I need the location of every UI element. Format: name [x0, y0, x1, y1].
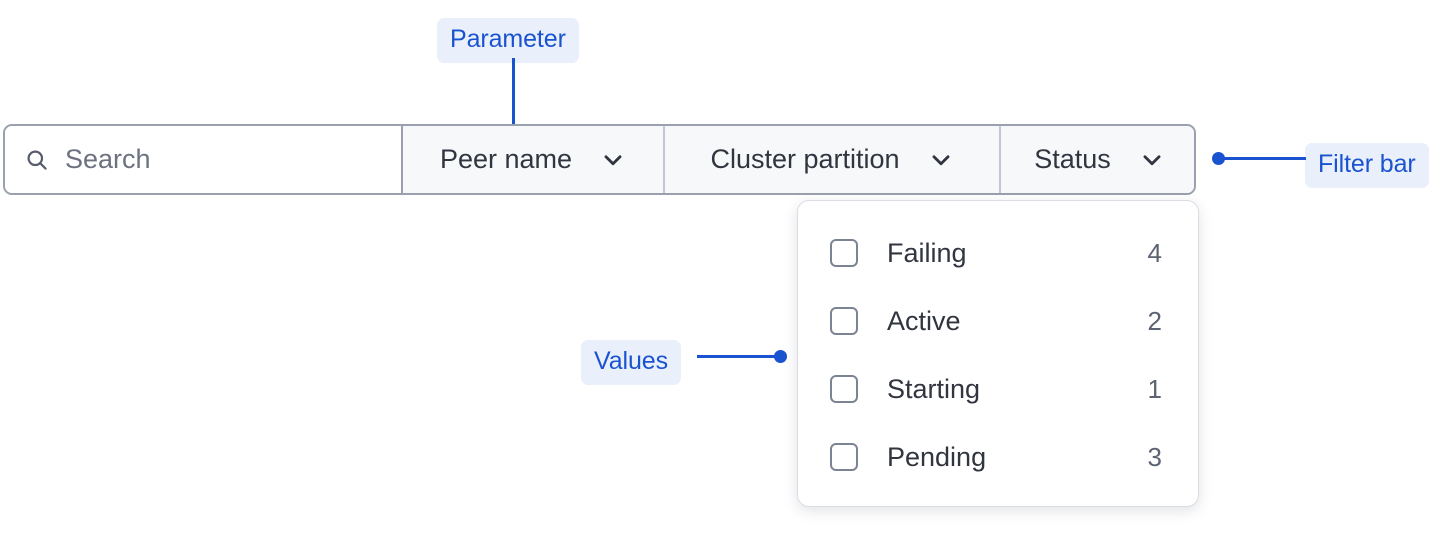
- filter-segment-peer-name[interactable]: Peer name: [403, 126, 663, 193]
- search-cell[interactable]: [5, 126, 403, 193]
- annotation-label-values: Values: [581, 340, 681, 385]
- dropdown-option[interactable]: Pending 3: [798, 423, 1198, 491]
- status-dropdown-panel: Failing 4 Active 2 Starting 1 Pending 3: [797, 200, 1199, 507]
- dropdown-option-label: Failing: [887, 237, 967, 268]
- annotation-connector-filter-bar: [1222, 157, 1306, 160]
- annotation-endpoint-filter-bar: [1212, 152, 1225, 165]
- checkbox[interactable]: [830, 443, 858, 471]
- dropdown-option-label: Starting: [887, 373, 981, 404]
- dropdown-option[interactable]: Starting 1: [798, 355, 1198, 423]
- chevron-down-icon: [604, 154, 622, 165]
- dropdown-option-count: 4: [1147, 237, 1162, 268]
- annotation-endpoint-values: [774, 350, 787, 363]
- filter-segment-cluster-partition[interactable]: Cluster partition: [663, 126, 999, 193]
- chevron-down-icon: [1143, 154, 1161, 165]
- dropdown-option-label: Active: [887, 305, 961, 336]
- filter-segment-label: Status: [1034, 144, 1111, 174]
- annotation-connector-parameter: [512, 58, 515, 148]
- checkbox[interactable]: [830, 307, 858, 335]
- dropdown-option[interactable]: Failing 4: [798, 219, 1198, 287]
- filter-segment-status[interactable]: Status: [999, 126, 1194, 193]
- annotation-label-filter-bar: Filter bar: [1305, 143, 1429, 188]
- dropdown-option-count: 3: [1147, 441, 1162, 472]
- dropdown-option-count: 1: [1147, 373, 1162, 404]
- checkbox[interactable]: [830, 375, 858, 403]
- checkbox[interactable]: [830, 239, 858, 267]
- filter-segment-label: Peer name: [439, 144, 573, 174]
- annotation-label-parameter: Parameter: [437, 18, 579, 63]
- search-input[interactable]: [65, 144, 365, 175]
- filter-segment-label: Cluster partition: [710, 144, 900, 174]
- annotation-connector-values: [697, 355, 781, 358]
- dropdown-option-count: 2: [1147, 305, 1162, 336]
- search-icon: [27, 150, 47, 170]
- dropdown-option-label: Pending: [887, 441, 987, 472]
- dropdown-option[interactable]: Active 2: [798, 287, 1198, 355]
- chevron-down-icon: [932, 154, 949, 165]
- filter-bar: Peer name Cluster partition Status: [3, 124, 1196, 195]
